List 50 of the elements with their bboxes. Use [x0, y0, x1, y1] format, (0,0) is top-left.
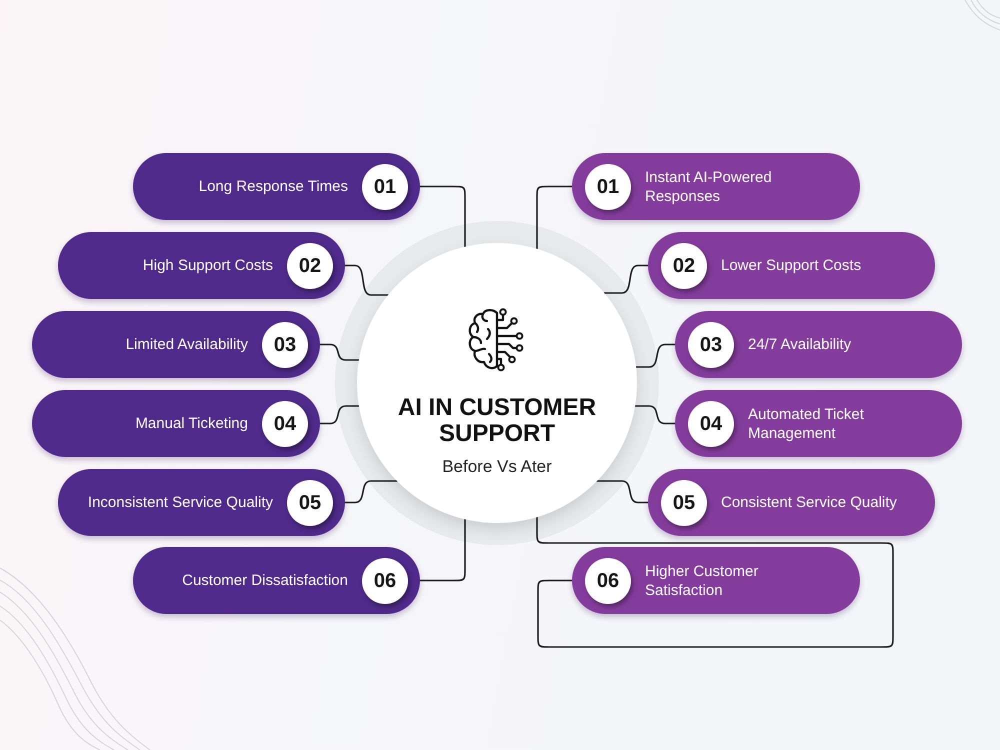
item-label: Customer Dissatisfaction — [182, 571, 348, 590]
number-badge: 03 — [688, 322, 734, 368]
item-label: Consistent Service Quality — [721, 493, 897, 512]
connector-line — [634, 405, 676, 424]
pill-card — [572, 547, 860, 614]
connector-line — [536, 516, 894, 648]
connector-line — [596, 480, 649, 504]
item-label: Long Response Times — [198, 177, 348, 196]
connector-line — [419, 186, 466, 248]
connector-line — [319, 405, 360, 424]
pill-card — [648, 469, 935, 536]
pill-card — [32, 390, 320, 457]
hub-title: AI IN CUSTOMER SUPPORT — [396, 395, 598, 447]
pill-card — [133, 153, 420, 220]
item-label: 24/7 Availability — [748, 335, 852, 354]
number-badge: 03 — [262, 322, 308, 368]
connector-line — [635, 344, 676, 368]
pill-card — [32, 311, 320, 378]
number-badge: 06 — [362, 558, 408, 604]
number-badge: 02 — [661, 242, 707, 288]
connector-line — [319, 344, 360, 361]
connector-line — [536, 186, 573, 250]
pill-card — [133, 547, 420, 614]
pill-card — [58, 469, 345, 536]
number-badge: 04 — [688, 400, 734, 446]
item-label: High Support Costs — [142, 256, 273, 275]
number-badge: 06 — [585, 558, 631, 604]
number-badge: 02 — [287, 242, 333, 288]
number-badge: 05 — [287, 480, 333, 526]
number-badge: 04 — [262, 400, 308, 446]
pill-card — [675, 390, 962, 457]
hub-subtitle: Before Vs Ater — [442, 457, 552, 477]
item-label: Manual Ticketing — [135, 414, 248, 433]
connector-line — [603, 264, 649, 294]
item-label: Inconsistent Service Quality — [88, 493, 273, 512]
item-label: Lower Support Costs — [721, 256, 862, 275]
number-badge: 05 — [661, 480, 707, 526]
item-label: Limited Availability — [126, 335, 248, 354]
number-badge: 01 — [362, 164, 408, 210]
number-badge: 01 — [585, 164, 631, 210]
connector-line — [344, 480, 398, 504]
pill-card — [675, 311, 962, 378]
pill-card — [648, 232, 935, 299]
pill-card — [572, 153, 860, 220]
pill-card — [58, 232, 345, 299]
connector-line — [344, 264, 389, 296]
item-label: Instant AI-Powered Responses — [645, 168, 773, 206]
item-label: Automated Ticket Management — [748, 404, 865, 442]
item-label: Higher Customer Satisfaction — [645, 562, 760, 600]
connector-line — [419, 518, 466, 582]
